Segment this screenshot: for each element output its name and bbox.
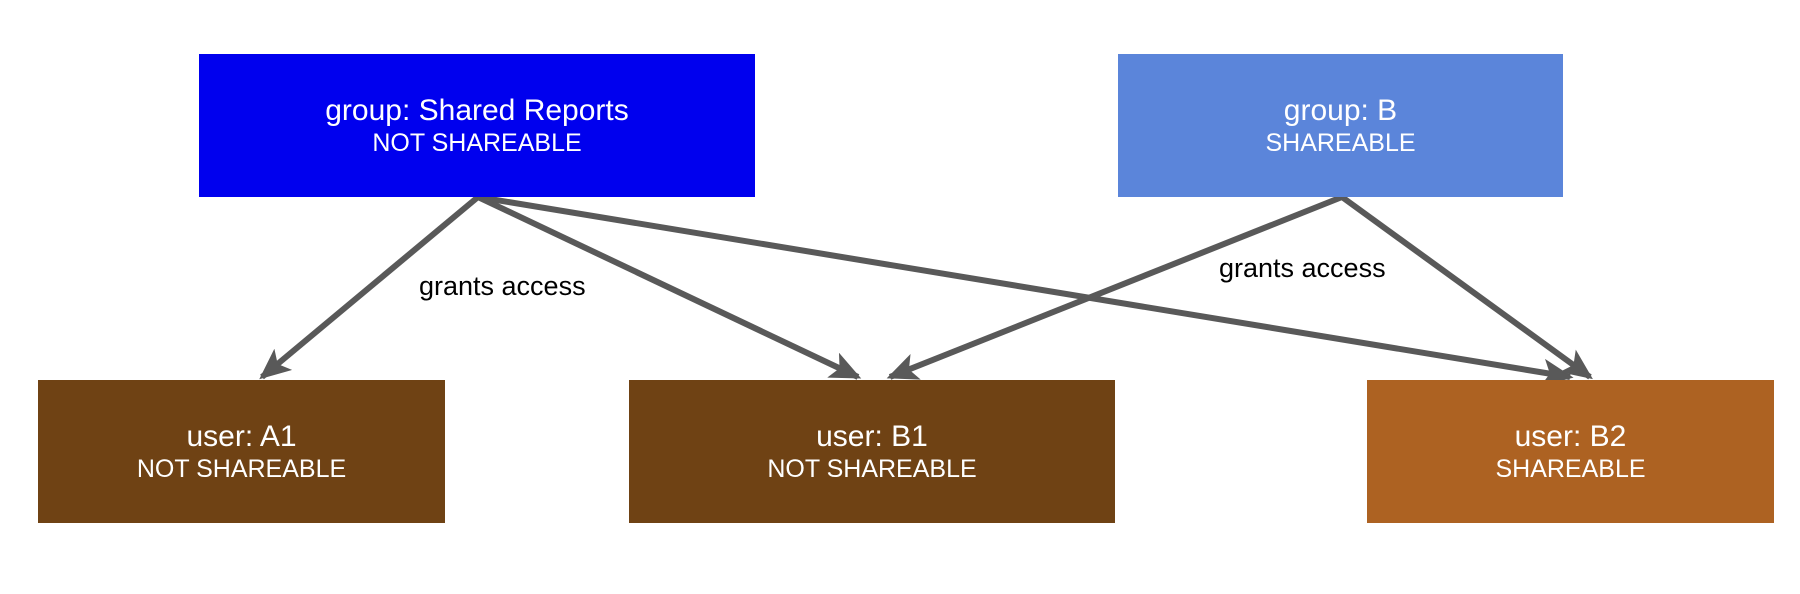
edge-shared-reports-to-user-b2: [477, 194, 1574, 387]
node-subtitle: NOT SHAREABLE: [372, 129, 582, 158]
edge-label-grants-access-left: grants access: [419, 271, 586, 301]
node-title: group: B: [1283, 93, 1398, 127]
user-b1-node[interactable]: user: B1 NOT SHAREABLE: [629, 380, 1115, 523]
node-title: user: B1: [816, 419, 928, 453]
user-a1-node[interactable]: user: A1 NOT SHAREABLE: [38, 380, 445, 523]
node-title: user: A1: [186, 419, 297, 453]
edge-label-grants-access-right: grants access: [1219, 253, 1386, 283]
edge-shared-reports-to-user-a1: [259, 194, 480, 380]
node-subtitle: NOT SHAREABLE: [136, 455, 347, 484]
user-b2-node[interactable]: user: B2 SHAREABLE: [1367, 380, 1774, 523]
node-subtitle: NOT SHAREABLE: [767, 455, 977, 484]
edge-group-b-to-user-b1: [886, 194, 1344, 380]
node-subtitle: SHAREABLE: [1265, 129, 1416, 158]
edge-group-b-to-user-b2: [1340, 194, 1593, 380]
node-title: group: Shared Reports: [325, 93, 629, 127]
group-shared-reports-node[interactable]: group: Shared Reports NOT SHAREABLE: [199, 54, 755, 197]
node-subtitle: SHAREABLE: [1495, 455, 1646, 484]
node-title: user: B2: [1514, 419, 1627, 453]
group-b-node[interactable]: group: B SHAREABLE: [1118, 54, 1563, 197]
edge-shared-reports-to-user-b1: [476, 194, 862, 380]
